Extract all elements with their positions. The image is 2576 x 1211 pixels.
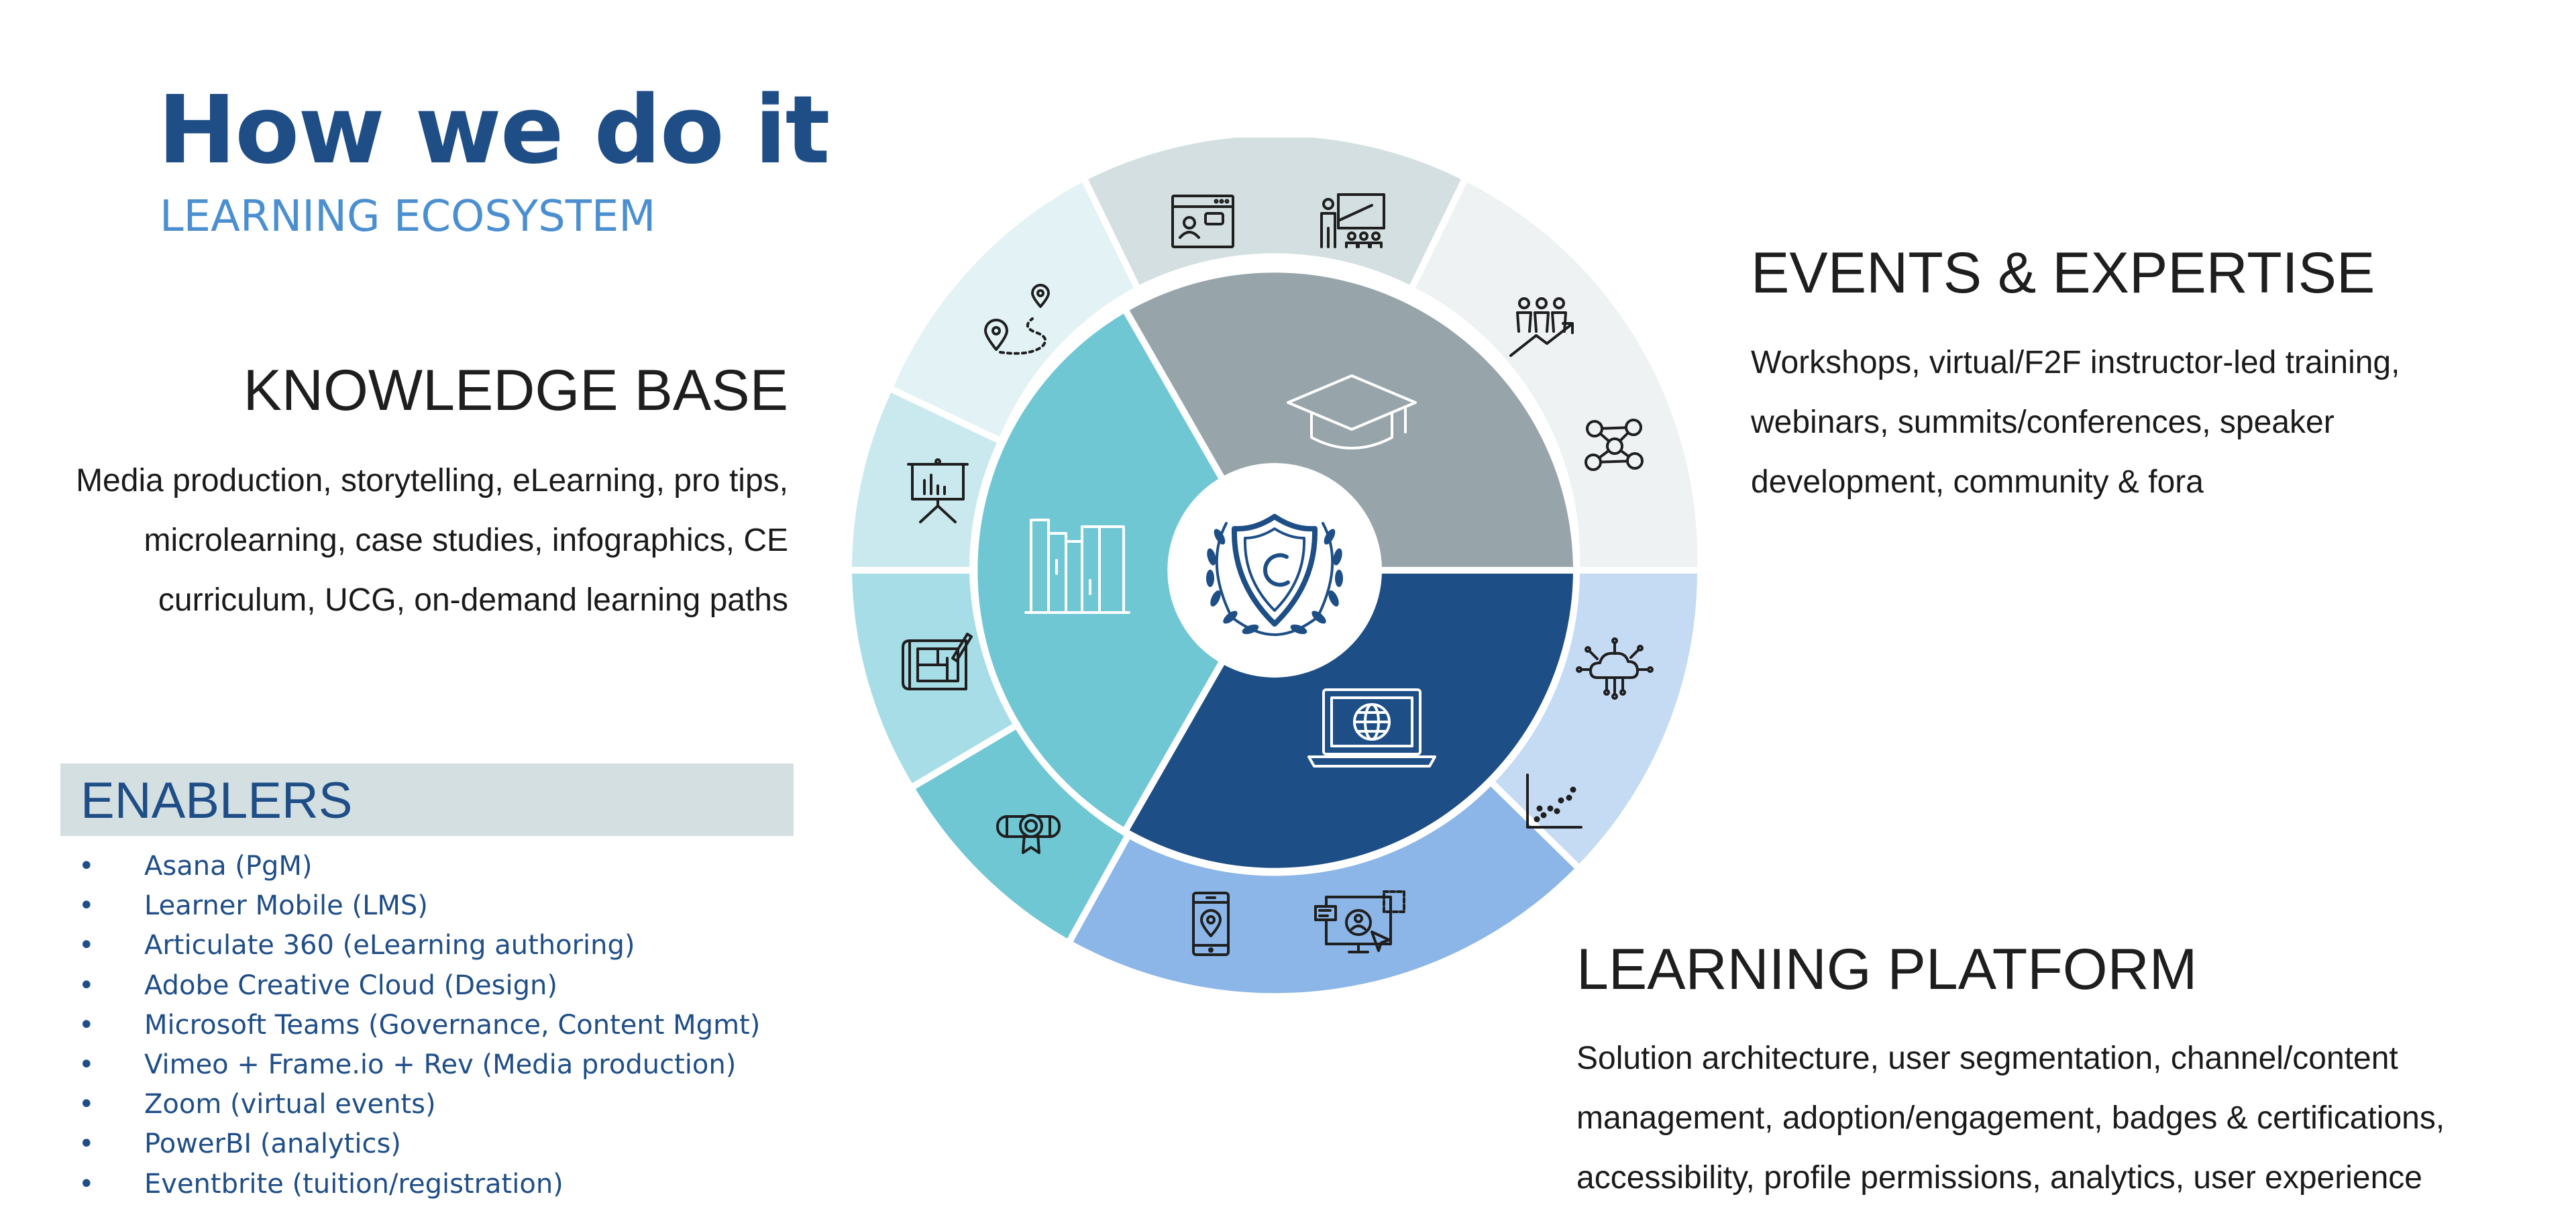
enabler-item-adobe: • Adobe Creative Cloud (Design): [67, 966, 760, 1006]
events-expertise-description: Workshops, virtual/F2F instructor-led tr…: [1751, 345, 2400, 500]
blueprint-icon: [902, 633, 973, 690]
enabler-label: Eventbrite (tuition/registration): [144, 1168, 564, 1200]
profile-screen-icon: [1314, 890, 1405, 953]
enabler-label: Articulate 360 (eLearning authoring): [144, 930, 635, 961]
bullet-icon: •: [78, 1049, 95, 1081]
learning-platform-description: Solution architecture, user segmentation…: [1576, 1041, 2445, 1196]
enabler-label: Adobe Creative Cloud (Design): [144, 969, 557, 1001]
bullet-icon: •: [78, 890, 95, 922]
enabler-label: Microsoft Teams (Governance, Content Mgm…: [144, 1009, 761, 1041]
certificate-icon: [996, 814, 1061, 854]
enabler-label: Asana (PgM): [144, 851, 313, 882]
books-icon: [1024, 519, 1130, 614]
enabler-item-articulate: • Articulate 360 (eLearning authoring): [67, 926, 760, 965]
laptop-globe-icon: [1307, 688, 1436, 768]
enabler-item-asana: • Asana (PgM): [67, 847, 760, 886]
learning-platform-heading: LEARNING PLATFORM: [1576, 937, 2198, 1002]
bullet-icon: •: [78, 851, 95, 882]
bullet-icon: •: [78, 969, 95, 1001]
enablers-heading: ENABLERS: [80, 772, 353, 829]
enablers-header-bar: ENABLERS: [60, 764, 794, 836]
network-icon: [1585, 419, 1644, 471]
graduation-cap-icon: [1287, 374, 1417, 450]
page-subtitle: LEARNING ECOSYSTEM: [160, 192, 656, 242]
enabler-item-powerbi: • PowerBI (analytics): [67, 1124, 760, 1164]
bullet-icon: •: [78, 930, 95, 961]
outer-segment-events-top: [1080, 138, 1469, 293]
enabler-item-learner-mobile: • Learner Mobile (LMS): [67, 886, 760, 926]
team-growth-icon: [1509, 297, 1574, 357]
presenter-icon: [1320, 193, 1385, 248]
outer-segment-knowledge-1: [885, 174, 1142, 445]
enabler-label: Learner Mobile (LMS): [144, 890, 428, 922]
bullet-icon: •: [78, 1089, 95, 1120]
route-map-icon: [984, 284, 1050, 355]
ecosystem-wheel: [845, 138, 1705, 1000]
mobile-location-icon: [1192, 892, 1230, 956]
enabler-item-eventbrite: • Eventbrite (tuition/registration): [67, 1165, 760, 1204]
events-expertise-heading: EVENTS & EXPERTISE: [1751, 241, 2375, 305]
video-call-icon: [1171, 195, 1234, 248]
page-title: How we do it: [158, 76, 830, 185]
enablers-list: • Asana (PgM) • Learner Mobile (LMS) • Arti…: [67, 847, 760, 1204]
outer-segment-events-side: [1407, 174, 1705, 574]
cloud-network-icon: [1576, 637, 1654, 700]
knowledge-base-description: Media production, storytelling, eLearnin…: [76, 463, 788, 618]
enabler-item-vimeo: • Vimeo + Frame.io + Rev (Media productio…: [67, 1045, 760, 1085]
enabler-item-teams: • Microsoft Teams (Governance, Content Mg…: [67, 1006, 760, 1045]
enabler-label: PowerBI (analytics): [144, 1128, 401, 1160]
knowledge-base-heading: KNOWLEDGE BASE: [243, 358, 788, 423]
bullet-icon: •: [78, 1128, 95, 1160]
bullet-icon: •: [78, 1009, 95, 1041]
enabler-label: Zoom (virtual events): [144, 1089, 436, 1120]
presentation-board-icon: [907, 458, 969, 523]
shield-laurel-icon: [1206, 514, 1343, 636]
bullet-icon: •: [78, 1168, 95, 1200]
enabler-item-zoom: • Zoom (virtual events): [67, 1085, 760, 1124]
center-hub: [1171, 466, 1379, 674]
scatter-chart-icon: [1526, 774, 1582, 829]
enabler-label: Vimeo + Frame.io + Rev (Media production…: [144, 1049, 737, 1081]
